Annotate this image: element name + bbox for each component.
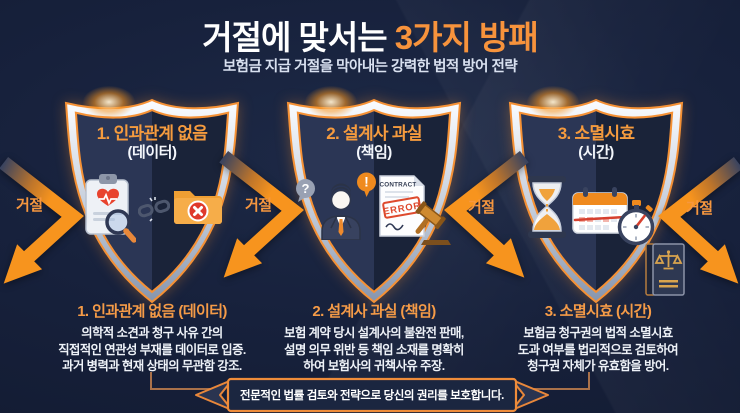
- agent-icon: [321, 183, 361, 240]
- medical-report-icon: [85, 174, 136, 243]
- rejection-label-4: 거절: [686, 200, 713, 217]
- connector-right-horizontal: [534, 388, 590, 390]
- section2-line3: 하여 보험사의 귀책사유 주장.: [303, 359, 445, 373]
- rejection-arrow-2: [216, 150, 312, 290]
- page-title: 거절에 맞서는 3가지 방패: [0, 11, 740, 59]
- hourglass-icon: [528, 176, 566, 238]
- section2-line2: 설명 의무 위반 등 책임 소재를 명확히: [284, 342, 464, 357]
- shield-agent-fault: 2. 설계사 과실 (책임) ? !: [279, 86, 469, 308]
- svg-text:CONTRACT: CONTRACT: [380, 182, 417, 189]
- footer-banner-text: 전문적인 법률 검토와 전략으로 당신의 권리를 보호합니다.: [240, 390, 504, 402]
- rejection-arrow-4: [650, 156, 740, 296]
- connector-right-vertical: [588, 372, 590, 389]
- rejection-arrow-3: [436, 150, 532, 290]
- page-title-prefix: 거절에 맞서는: [202, 19, 395, 56]
- shield1-icons: [72, 172, 232, 268]
- section1-title: 1. 인과관계 없음 (데이터): [77, 303, 227, 320]
- calendar-icon: [572, 187, 628, 234]
- gavel-icon: [415, 201, 451, 245]
- rejection-label-1: 거절: [16, 197, 43, 214]
- shield3-icons: [516, 172, 676, 268]
- magnifier-icon: [105, 209, 131, 235]
- law-book-icon: [645, 243, 685, 296]
- section3-line1: 보험금 청구권의 법적 소멸시효: [523, 326, 673, 340]
- section-causation: 1. 인과관계 없음 (데이터) 의학적 소견과 청구 사유 간의 직접적인 연…: [27, 300, 277, 375]
- ribbon-icon: [195, 377, 549, 413]
- section1-line3: 과거 병력과 현재 상태의 무관함 강조.: [62, 359, 242, 373]
- section-agent-fault: 2. 설계사 과실 (책임) 보험 계약 당시 설계사의 불완전 판매, 설명 …: [249, 300, 499, 375]
- shield2-title: 2. 설계사 과실: [326, 124, 422, 143]
- svg-text:!: !: [364, 174, 369, 190]
- broken-chain-icon: [138, 197, 170, 222]
- section3-line3: 청구권 자체가 유효함을 방어.: [527, 359, 669, 373]
- shield1-title: 1. 인과관계 없음: [96, 124, 208, 143]
- folder-x-icon: [174, 191, 222, 224]
- connector-left-vertical: [150, 372, 152, 389]
- rejection-label-2: 거절: [245, 197, 272, 214]
- svg-text:?: ?: [302, 181, 310, 196]
- section3-line2: 도과 여부를 법리적으로 검토하여: [517, 342, 679, 357]
- connector-left-horizontal: [150, 388, 210, 390]
- shield-icon: [286, 98, 462, 304]
- rejection-arrow-1: [0, 156, 92, 296]
- shield2-icons: ? ! CONTRACT: [294, 172, 454, 268]
- stopwatch-icon: [617, 200, 655, 246]
- section2-title: 2. 설계사 과실 (책임): [312, 303, 436, 320]
- section1-line2: 직접적인 연관성 부재를 데이터로 입증.: [58, 342, 246, 357]
- error-stamp-icon: ERROR: [382, 196, 422, 219]
- shield2-tag: (책임): [356, 144, 392, 161]
- shield-statute: 3. 소멸시효 (시간): [501, 86, 691, 308]
- section-statute: 3. 소멸시효 (시간) 보험금 청구권의 법적 소멸시효 도과 여부를 법리적…: [473, 300, 723, 375]
- question-bubble-icon: ?: [296, 179, 315, 202]
- rejection-label-3: 거절: [468, 199, 495, 216]
- section2-line1: 보험 계약 당시 설계사의 불완전 판매,: [284, 326, 464, 340]
- section3-title: 3. 소멸시효 (시간): [544, 303, 652, 320]
- section1-line1: 의학적 소견과 청구 사유 간의: [81, 326, 223, 340]
- shield1-tag: (데이터): [127, 144, 177, 161]
- page-subtitle: 보험금 지급 거절을 막아내는 강력한 법적 방어 전략: [222, 59, 518, 75]
- exclamation-bubble-icon: !: [357, 172, 376, 197]
- page-title-accent: 3가지 방패: [394, 19, 539, 56]
- shield3-title: 3. 소멸시효: [557, 124, 635, 143]
- scales-icon: [654, 250, 683, 270]
- shield3-tag: (시간): [578, 144, 614, 161]
- footer-banner: 전문적인 법률 검토와 전략으로 당신의 권리를 보호합니다.: [178, 375, 566, 413]
